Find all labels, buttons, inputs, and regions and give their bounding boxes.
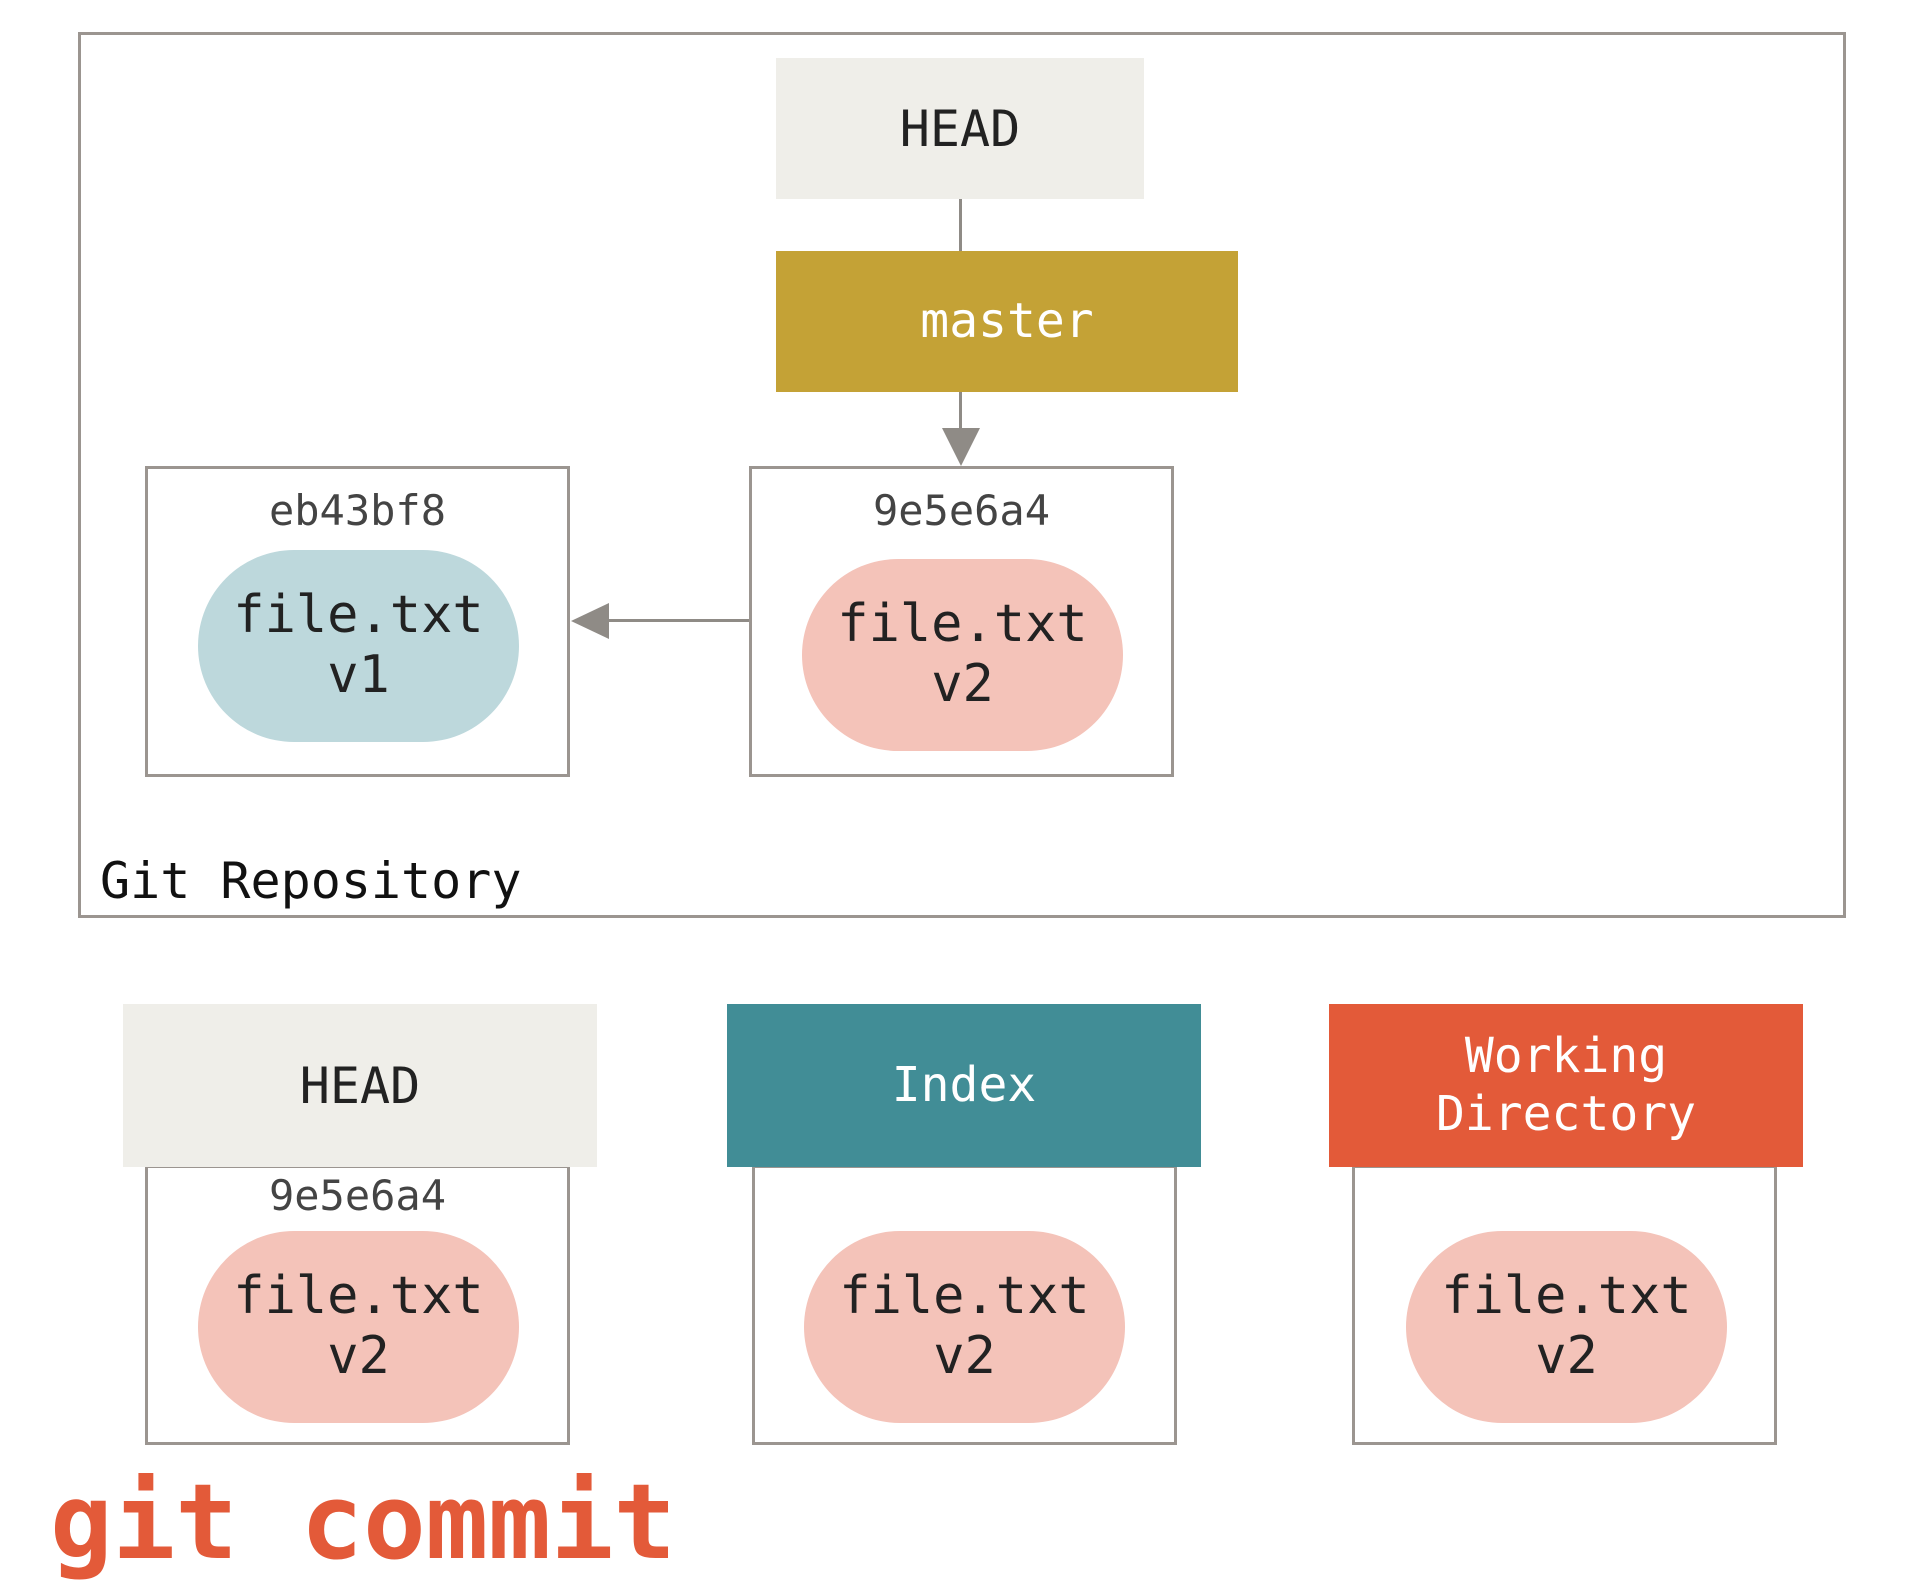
working-directory-tree-header: Working Directory [1329, 1004, 1803, 1167]
git-commit-command: git commit [50, 1461, 677, 1583]
working-directory-title-line-2: Directory [1435, 1085, 1697, 1142]
master-branch: master [776, 251, 1238, 392]
blob-version: v2 [1535, 1326, 1598, 1386]
working-directory-tree-blob: file.txt v2 [1406, 1231, 1727, 1423]
blob-filename: file.txt [837, 594, 1088, 655]
master-to-commit-arrowhead [942, 428, 980, 466]
git-repository-frame [78, 32, 1846, 918]
blob-filename: file.txt [233, 1266, 484, 1327]
git-repository-label: Git Repository [100, 852, 522, 910]
master-to-commit-line [959, 392, 962, 430]
head-tree-blob: file.txt v2 [198, 1231, 519, 1423]
blob-version: v1 [327, 645, 390, 705]
working-directory-title-line-1: Working [1464, 1027, 1668, 1084]
commit-hash-9e5e6a4: 9e5e6a4 [872, 486, 1050, 535]
index-tree-blob: file.txt v2 [804, 1231, 1125, 1423]
commit-hash-eb43bf8: eb43bf8 [268, 486, 446, 535]
head-pointer: HEAD [776, 58, 1144, 199]
commit-eb43bf8 [145, 466, 570, 777]
index-tree-header: Index [727, 1004, 1201, 1167]
blob-filename: file.txt [233, 585, 484, 646]
parent-arrow-line [605, 619, 750, 622]
blob-filename: file.txt [839, 1266, 1090, 1327]
blob-version: v2 [933, 1326, 996, 1386]
blob-version: v2 [327, 1326, 390, 1386]
head-to-master-connector [959, 199, 962, 251]
parent-arrowhead [571, 603, 609, 639]
blob-version: v2 [931, 654, 994, 714]
commit-9e5e6a4 [749, 466, 1174, 777]
blob-file-v2: file.txt v2 [802, 559, 1123, 751]
blob-filename: file.txt [1441, 1266, 1692, 1327]
head-tree-header: HEAD [123, 1004, 597, 1167]
head-tree-hash: 9e5e6a4 [268, 1171, 446, 1220]
blob-file-v1: file.txt v1 [198, 550, 519, 742]
